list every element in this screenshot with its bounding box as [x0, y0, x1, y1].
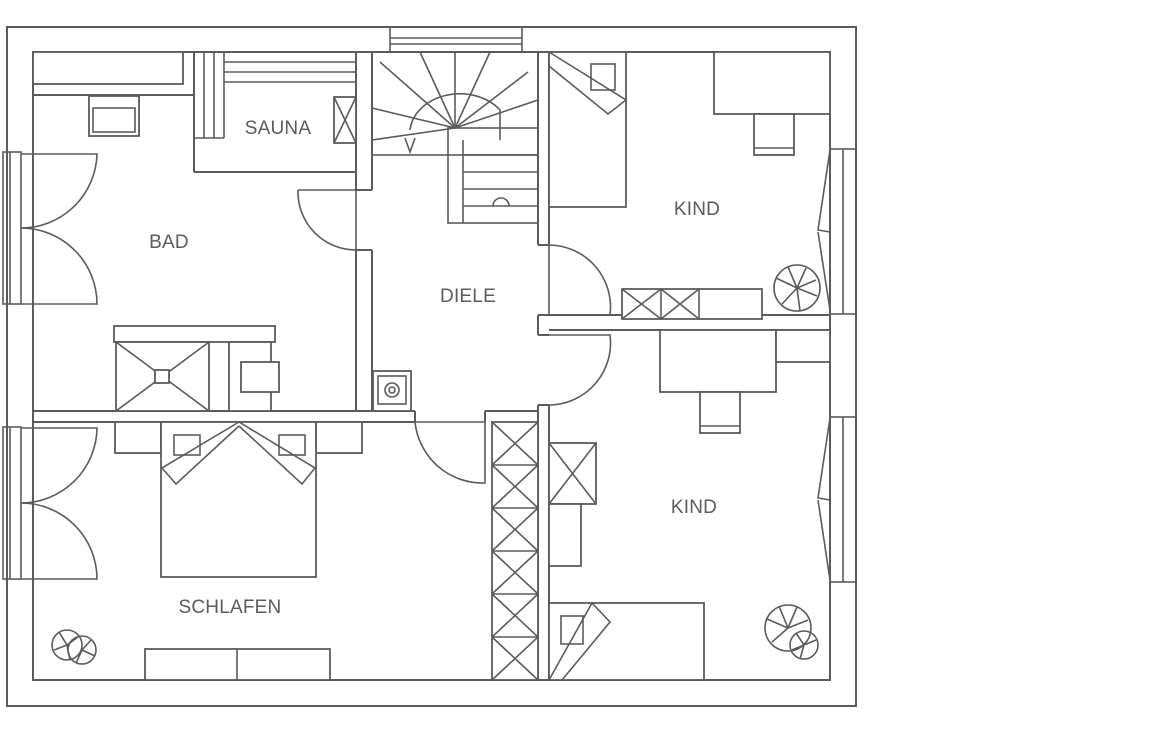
kind-top-furniture	[548, 51, 831, 320]
doors	[20, 149, 831, 581]
room-labels: BAD SAUNA DIELE KIND KIND SCHLAFEN	[149, 118, 720, 618]
room-label-diele: DIELE	[440, 286, 496, 307]
room-label-kind-bottom: KIND	[671, 497, 717, 518]
wardrobe-column	[491, 421, 539, 681]
staircase	[371, 51, 539, 224]
bathroom-fixtures	[32, 51, 280, 412]
schlafen-furniture	[51, 421, 363, 681]
room-label-bad: BAD	[149, 232, 189, 253]
kind-bottom-furniture	[548, 329, 831, 681]
room-label-schlafen: SCHLAFEN	[179, 597, 282, 618]
sauna-benches	[194, 52, 357, 144]
room-label-kind-top: KIND	[674, 199, 720, 220]
room-label-sauna: SAUNA	[245, 118, 312, 139]
chimney	[372, 370, 412, 412]
